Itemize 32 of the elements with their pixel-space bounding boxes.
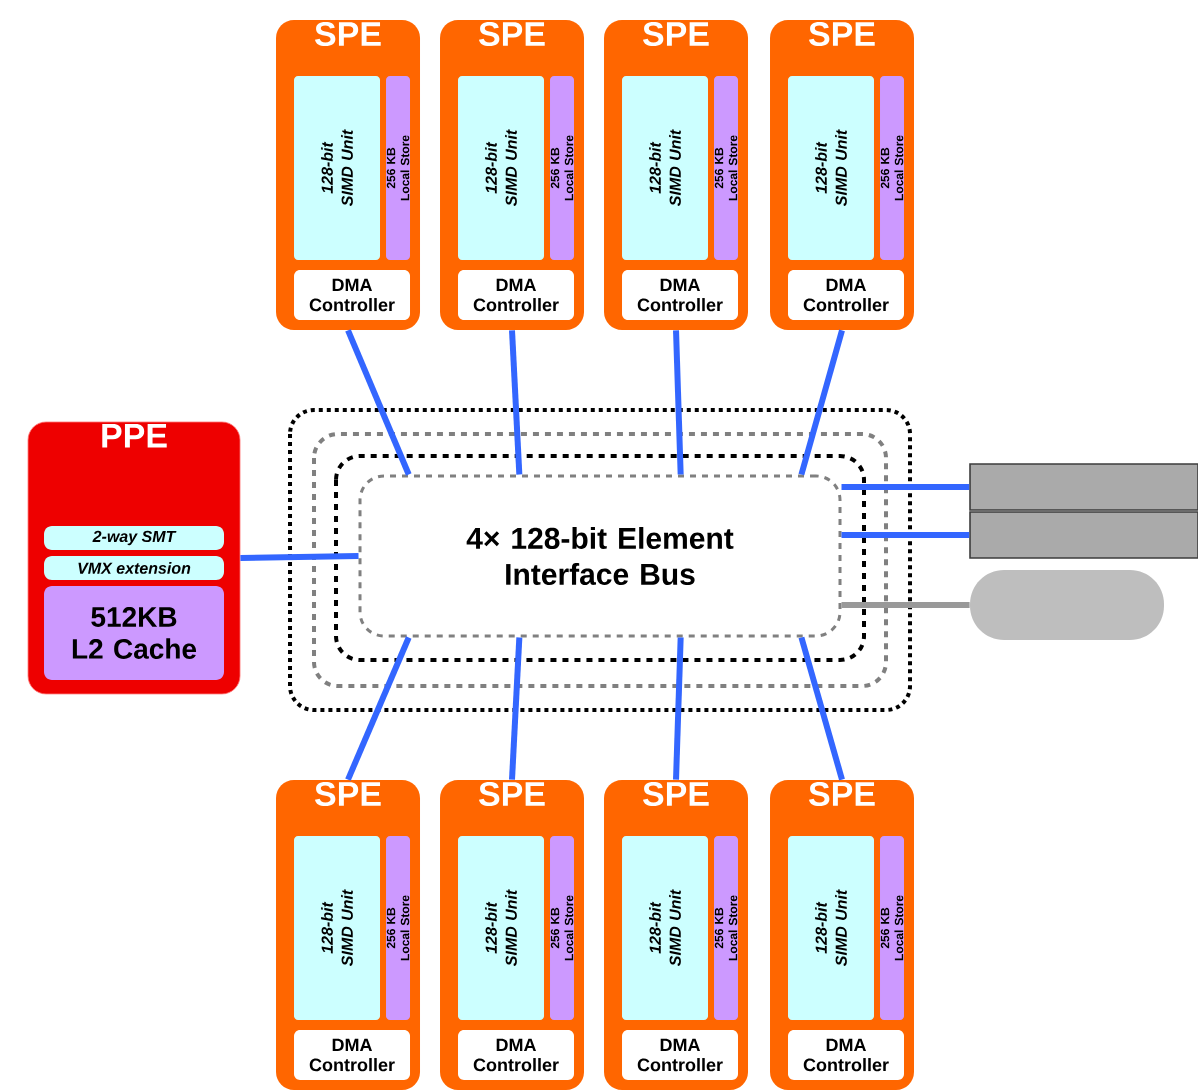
- simd-unit: 128-bit SIMD Unit: [622, 836, 708, 1020]
- dma-controller: DMA Controller: [458, 270, 574, 320]
- io-interface: [970, 570, 1164, 640]
- dma-controller: DMA Controller: [294, 1030, 410, 1080]
- bus-box: 4× 128-bit Element Interface Bus: [358, 474, 842, 638]
- connector: [509, 637, 523, 780]
- dma-controller: DMA Controller: [788, 270, 904, 320]
- simd-unit: 128-bit SIMD Unit: [788, 76, 874, 260]
- dma-controller: DMA Controller: [458, 1030, 574, 1080]
- simd-unit: 128-bit SIMD Unit: [458, 836, 544, 1020]
- connector: [798, 636, 845, 781]
- connector: [673, 637, 684, 780]
- simd-unit: 128-bit SIMD Unit: [622, 76, 708, 260]
- connector: [841, 532, 970, 538]
- dma-controller: DMA Controller: [788, 1030, 904, 1080]
- dma-controller: DMA Controller: [622, 270, 738, 320]
- connector: [841, 602, 970, 608]
- memory-interface: [969, 511, 1198, 559]
- feature-tag: VMX extension: [44, 556, 224, 580]
- connector: [673, 330, 684, 475]
- simd-unit: 128-bit SIMD Unit: [788, 836, 874, 1020]
- simd-unit: 128-bit SIMD Unit: [294, 76, 380, 260]
- connector: [240, 553, 359, 561]
- dma-controller: DMA Controller: [294, 270, 410, 320]
- memory-interface: [969, 463, 1198, 511]
- simd-unit: 128-bit SIMD Unit: [458, 76, 544, 260]
- feature-tag: 2-way SMT: [44, 526, 224, 550]
- connector: [841, 484, 970, 490]
- connector: [798, 329, 845, 476]
- dma-controller: DMA Controller: [622, 1030, 738, 1080]
- l2-cache: 512KB L2 Cache: [44, 586, 224, 680]
- simd-unit: 128-bit SIMD Unit: [294, 836, 380, 1020]
